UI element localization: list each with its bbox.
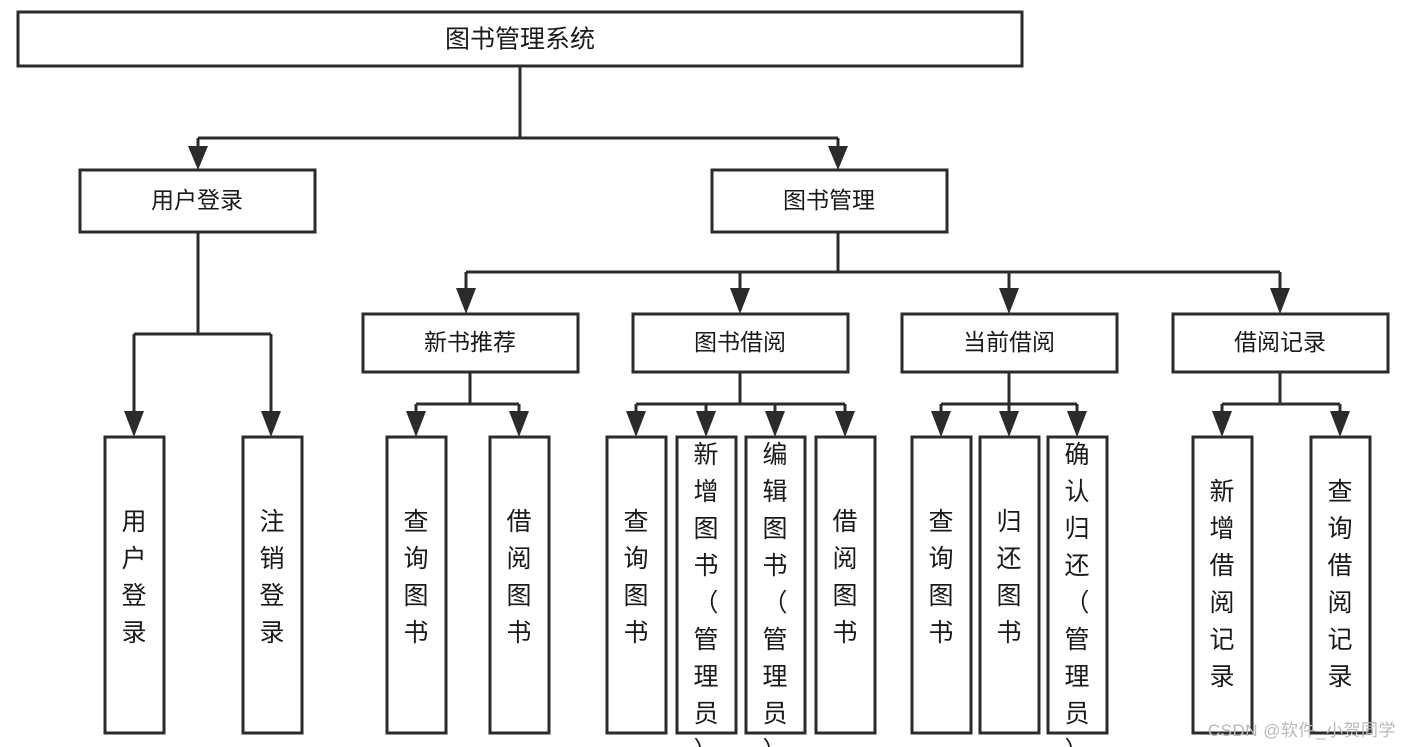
- connector-group-level2-user-login: [124, 232, 281, 437]
- leaf-newbook-borrow-book-label: 借阅图书: [506, 508, 531, 647]
- arrow-head-leaf-user-login: [124, 411, 144, 437]
- connector-group-current-borrow-leaves: [931, 372, 1087, 437]
- leaf-currentborrow-confirm-return-label: 确认归还（管理员）: [1064, 441, 1089, 747]
- leaf-bookborrow-query-book-box[interactable]: [605, 435, 668, 735]
- leaf-currentborrow-query-book-box[interactable]: [910, 435, 973, 735]
- leaf-user-login-label: 用户登录: [121, 508, 146, 647]
- csdn-watermark: CSDN @软件_小贺同学: [1207, 721, 1396, 740]
- node-book-borrow-box[interactable]: [631, 312, 850, 374]
- node-borrow-record-box[interactable]: [1171, 312, 1390, 374]
- node-current-borrow-label: 当前借阅: [963, 329, 1055, 355]
- leaf-bookborrow-edit-book[interactable]: 编辑图书（管理员）: [744, 435, 807, 747]
- leaf-bookborrow-add-book-label: 新增图书（管理员）: [693, 441, 718, 747]
- leaf-borrowrecord-add-record[interactable]: 新增借阅记录: [1191, 435, 1254, 735]
- leaf-currentborrow-query-book-label: 查询图书: [928, 508, 953, 647]
- node-root[interactable]: 图书管理系统: [16, 10, 1024, 68]
- arrow-head-bookborrow-leaf-3: [765, 411, 785, 437]
- leaf-newbook-borrow-book-box[interactable]: [488, 435, 551, 735]
- node-new-book[interactable]: 新书推荐: [361, 312, 580, 374]
- node-user-login-box[interactable]: [78, 168, 317, 234]
- arrow-head-bookborrow-leaf-2: [696, 411, 716, 437]
- leaf-user-login[interactable]: 用户登录: [103, 435, 166, 735]
- arrow-head-newbook-leaf-1: [406, 411, 426, 437]
- leaf-bookborrow-edit-book-box[interactable]: [744, 435, 807, 735]
- node-user-login-label: 用户登录: [151, 187, 243, 213]
- leaf-currentborrow-return-book-box[interactable]: [978, 435, 1041, 735]
- leaf-borrowrecord-add-record-label: 新增借阅记录: [1209, 478, 1234, 691]
- leaf-bookborrow-query-book[interactable]: 查询图书: [605, 435, 668, 735]
- node-root-label: 图书管理系统: [445, 26, 595, 54]
- arrow-head-borrow-record: [1270, 288, 1290, 314]
- leaf-currentborrow-return-book-label: 归还图书: [996, 508, 1021, 647]
- leaf-newbook-borrow-book[interactable]: 借阅图书: [488, 435, 551, 735]
- leaf-borrowrecord-add-record-box[interactable]: [1191, 435, 1254, 735]
- node-new-book-box[interactable]: [361, 312, 580, 374]
- leaf-bookborrow-add-book-box[interactable]: [675, 435, 738, 735]
- arrow-head-current-borrow: [999, 288, 1019, 314]
- node-new-book-label: 新书推荐: [424, 329, 516, 355]
- node-current-borrow[interactable]: 当前借阅: [900, 312, 1119, 374]
- arrow-head-currentborrow-leaf-3: [1067, 411, 1087, 437]
- node-user-login[interactable]: 用户登录: [78, 168, 317, 234]
- leaf-borrowrecord-query-record-label: 查询借阅记录: [1327, 478, 1352, 691]
- arrow-head-currentborrow-leaf-1: [931, 411, 951, 437]
- leaf-user-login-box[interactable]: [103, 435, 166, 735]
- leaf-currentborrow-return-book[interactable]: 归还图书: [978, 435, 1041, 735]
- node-book-manage-box[interactable]: [710, 168, 949, 234]
- leaf-borrowrecord-query-record-box[interactable]: [1309, 435, 1372, 735]
- arrow-head-book-borrow: [730, 288, 750, 314]
- arrow-head-bookborrow-leaf-4: [835, 411, 855, 437]
- node-root-box[interactable]: [16, 10, 1024, 68]
- leaf-borrowrecord-query-record[interactable]: 查询借阅记录: [1309, 435, 1372, 735]
- arrow-head-leaf-logout: [261, 411, 281, 437]
- leaf-newbook-query-book-box[interactable]: [385, 435, 448, 735]
- leaf-bookborrow-add-book[interactable]: 新增图书（管理员）: [675, 435, 738, 747]
- connector-group-new-book-leaves: [406, 372, 529, 437]
- node-borrow-record-label: 借阅记录: [1234, 329, 1326, 355]
- connector-group-level2-book-manage: [456, 232, 1290, 314]
- connector-group-borrow-record-leaves: [1212, 372, 1350, 437]
- leaf-bookborrow-borrow-book-box[interactable]: [814, 435, 877, 735]
- arrow-head-borrowrecord-leaf-2: [1330, 411, 1350, 437]
- node-book-borrow-label: 图书借阅: [694, 329, 786, 355]
- leaf-newbook-query-book-label: 查询图书: [403, 508, 428, 647]
- node-borrow-record[interactable]: 借阅记录: [1171, 312, 1390, 374]
- leaf-currentborrow-query-book[interactable]: 查询图书: [910, 435, 973, 735]
- leaf-bookborrow-edit-book-label: 编辑图书（管理员）: [762, 441, 787, 747]
- arrow-head-book-manage: [828, 146, 848, 170]
- connector-group-book-borrow-leaves: [626, 372, 855, 437]
- node-book-borrow[interactable]: 图书借阅: [631, 312, 850, 374]
- node-book-manage-label: 图书管理: [783, 187, 875, 213]
- connector-group-root-to-level2: [188, 66, 848, 170]
- arrow-head-borrowrecord-leaf-1: [1212, 411, 1232, 437]
- arrow-head-user-login: [188, 146, 208, 170]
- leaf-logout[interactable]: 注销登录: [241, 435, 304, 735]
- node-book-manage[interactable]: 图书管理: [710, 168, 949, 234]
- arrow-head-new-book: [456, 288, 476, 314]
- arrow-head-currentborrow-leaf-2: [999, 411, 1019, 437]
- leaf-bookborrow-query-book-label: 查询图书: [623, 508, 648, 647]
- leaf-logout-box[interactable]: [241, 435, 304, 735]
- arrow-head-bookborrow-leaf-1: [626, 411, 646, 437]
- leaf-currentborrow-confirm-return[interactable]: 确认归还（管理员）: [1046, 435, 1109, 747]
- leaf-bookborrow-borrow-book-label: 借阅图书: [832, 508, 857, 647]
- node-current-borrow-box[interactable]: [900, 312, 1119, 374]
- leaf-currentborrow-confirm-return-box[interactable]: [1046, 435, 1109, 735]
- leaf-logout-label: 注销登录: [259, 508, 284, 647]
- leaf-bookborrow-borrow-book[interactable]: 借阅图书: [814, 435, 877, 735]
- leaf-newbook-query-book[interactable]: 查询图书: [385, 435, 448, 735]
- arrow-head-newbook-leaf-2: [509, 411, 529, 437]
